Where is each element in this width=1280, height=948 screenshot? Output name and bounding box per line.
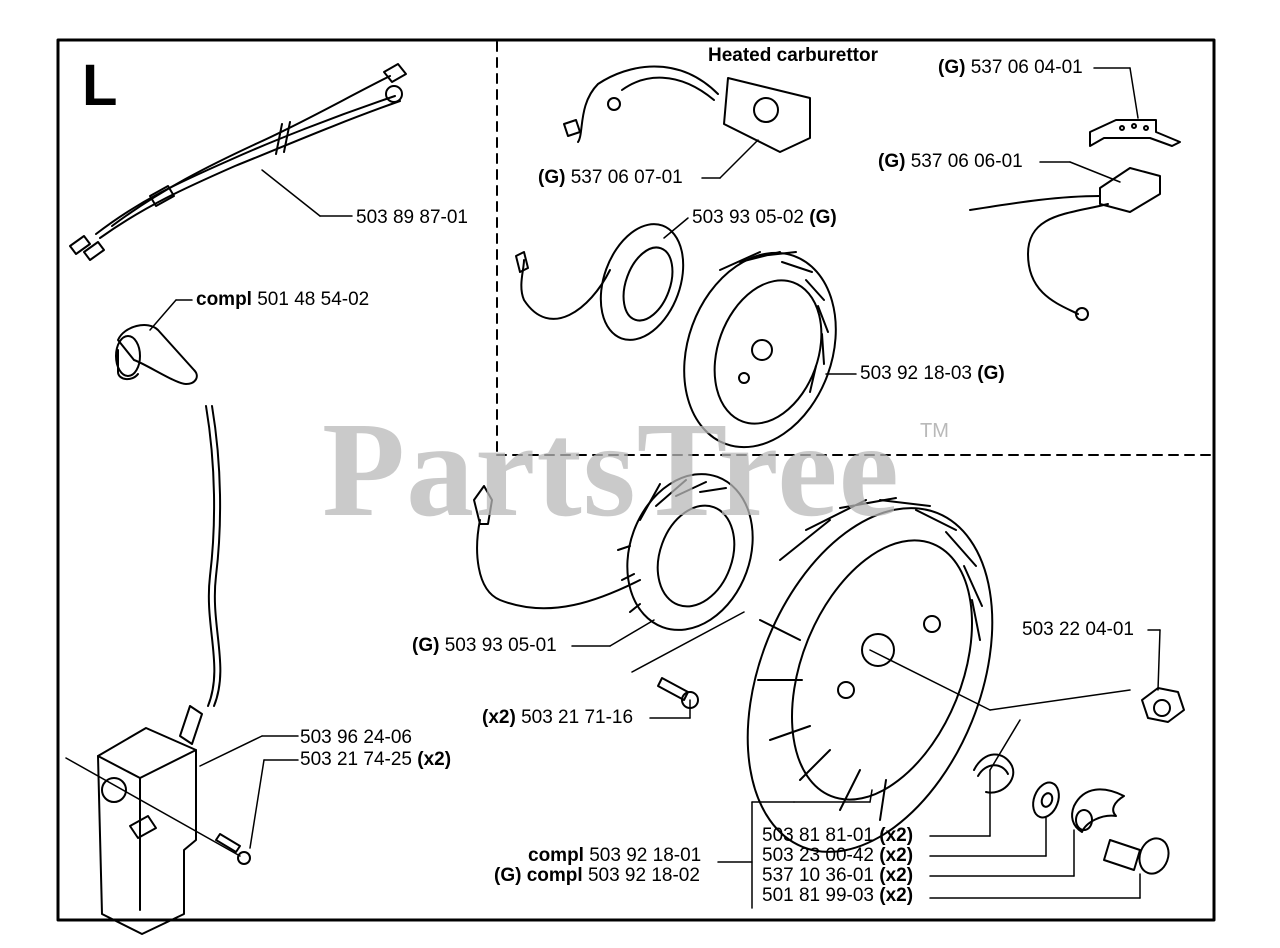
spring-number: 503 81 81-01 [762, 825, 874, 846]
bracket-label[interactable]: (G) 537 06 04-01 [938, 58, 1083, 78]
ignition-module-drawing [65, 705, 299, 935]
thermostat-drawing [969, 161, 1161, 321]
pawl-number: 537 10 36-01 [762, 865, 874, 886]
flywheel-g-prefix: (G) compl [494, 865, 583, 886]
ignition-screw-number: 503 21 74-25 [300, 749, 412, 770]
heated-flywheel-suffix: (G) [977, 363, 1005, 384]
bracket-prefix: (G) [938, 57, 966, 78]
generator-number: 503 93 05-01 [444, 635, 557, 656]
thermostat-number: 537 06 06-01 [910, 151, 1023, 172]
spark-plug-cap-drawing [115, 299, 198, 385]
generator-drawing [473, 473, 754, 647]
thermostat-prefix: (G) [878, 151, 906, 172]
flywheel-prefix: compl [528, 845, 584, 866]
flywheel-g-label[interactable]: (G) compl 503 92 18-02 [494, 866, 700, 886]
flywheel-label[interactable]: compl 503 92 18-01 [528, 846, 701, 866]
washer-suffix: (x2) [879, 845, 914, 866]
ignition-screw-label[interactable]: 503 21 74-25 (x2) [300, 750, 451, 770]
screw-number: 503 21 71-16 [521, 707, 634, 728]
flywheel-number: 503 92 18-01 [589, 845, 702, 866]
spring-suffix: (x2) [879, 825, 914, 846]
spark-cap-number: 501 48 54-02 [257, 289, 370, 310]
trademark-mark: TM [920, 420, 949, 442]
nut-drawing [1141, 629, 1185, 723]
spring-drawing [973, 719, 1021, 794]
washer-drawing [1032, 781, 1060, 819]
pin-suffix: (x2) [879, 885, 914, 906]
spark-cap-label[interactable]: compl 501 48 54-02 [196, 290, 369, 310]
spark-cap-prefix: compl [196, 289, 252, 310]
heated-generator-number: 503 93 05-02 [692, 207, 804, 228]
ignition-module-label[interactable]: 503 96 24-06 [300, 727, 412, 748]
ignition-screw-suffix: (x2) [417, 749, 452, 770]
pin-number: 501 81 99-03 [762, 885, 874, 906]
heated-generator-label[interactable]: 503 93 05-02 (G) [692, 208, 837, 228]
heated-generator-suffix: (G) [809, 207, 837, 228]
partstree-watermark: PartsTree [322, 395, 900, 545]
carb-heater-label[interactable]: (G) 537 06 07-01 [538, 168, 683, 188]
heated-flywheel-drawing [683, 251, 857, 449]
generator-prefix: (G) [412, 635, 440, 656]
pawl-drawing [1071, 788, 1125, 833]
heated-carburettor-title: Heated carburettor [708, 45, 878, 66]
bracket-number: 537 06 04-01 [970, 57, 1083, 78]
washer-number: 503 23 00-42 [762, 845, 874, 866]
ht-lead-drawing [205, 405, 222, 707]
heated-generator-drawing [515, 217, 689, 341]
nut-label[interactable]: 503 22 04-01 [1022, 619, 1134, 640]
flywheel-g-number: 503 92 18-02 [587, 865, 700, 886]
thermostat-label[interactable]: (G) 537 06 06-01 [878, 152, 1023, 172]
carb-heater-prefix: (G) [538, 167, 566, 188]
flywheel-drawing [746, 497, 1131, 853]
heated-flywheel-label[interactable]: 503 92 18-03 (G) [860, 364, 1005, 384]
screw-prefix: (x2) [482, 707, 516, 728]
generator-label[interactable]: (G) 503 93 05-01 [412, 636, 557, 656]
section-letter: L [82, 53, 118, 118]
washer-label[interactable]: 503 23 00-42 (x2) [762, 846, 913, 866]
wire-harness-label[interactable]: 503 89 87-01 [356, 207, 468, 228]
pin-drawing [1103, 837, 1170, 875]
screw-drawing [631, 611, 745, 719]
bottom-leader-lines [717, 769, 1141, 909]
bracket-drawing [1089, 67, 1181, 147]
pin-label[interactable]: 501 81 99-03 (x2) [762, 886, 913, 906]
spring-label[interactable]: 503 81 81-01 (x2) [762, 826, 913, 846]
heated-flywheel-number: 503 92 18-03 [860, 363, 972, 384]
carb-heater-number: 537 06 07-01 [570, 167, 683, 188]
diagram-frame [56, 38, 1216, 922]
pawl-label[interactable]: 537 10 36-01 (x2) [762, 866, 913, 886]
screw-label[interactable]: (x2) 503 21 71-16 [482, 708, 633, 728]
pawl-suffix: (x2) [879, 865, 914, 886]
wire-harness-drawing [69, 63, 407, 261]
carb-heater-drawing [563, 65, 811, 179]
